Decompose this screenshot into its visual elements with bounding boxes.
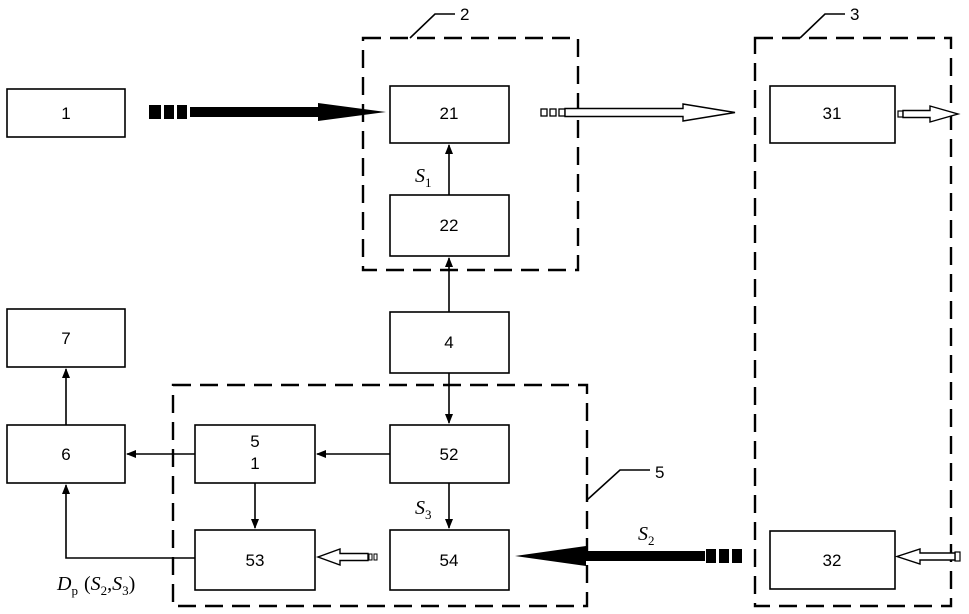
hollow-beam-31-out xyxy=(898,106,958,122)
block-21-label: 21 xyxy=(440,104,459,123)
group-5-leader xyxy=(587,470,650,500)
block-51-label-line2: 1 xyxy=(250,454,259,473)
signal-s1-label: S1 xyxy=(415,165,432,190)
block-7: 7 xyxy=(7,309,125,367)
block-52: 52 xyxy=(390,425,509,483)
block-51: 5 1 xyxy=(195,425,315,483)
block-51-label-line1: 5 xyxy=(250,432,259,451)
group-3-leader xyxy=(800,14,845,38)
block-53: 53 xyxy=(195,530,315,590)
solid-beam-1-to-21 xyxy=(149,103,386,121)
signal-s3-label: S3 xyxy=(415,497,432,522)
block-31: 31 xyxy=(770,86,895,143)
block-22-label: 22 xyxy=(440,216,459,235)
arrow-53-to-6 xyxy=(66,485,195,558)
group-2-label: 2 xyxy=(460,5,469,24)
block-32-label: 32 xyxy=(823,551,842,570)
block-4-label: 4 xyxy=(444,333,453,352)
block-1: 1 xyxy=(7,89,125,137)
hollow-beam-21-to-31 xyxy=(541,104,735,121)
group-5-label: 5 xyxy=(655,463,664,482)
block-54-label: 54 xyxy=(440,551,459,570)
block-52-label: 52 xyxy=(440,445,459,464)
block-1-label: 1 xyxy=(61,104,70,123)
group-3-label: 3 xyxy=(850,5,859,24)
dp-function-label: Dp(S2,S3) xyxy=(56,573,135,598)
block-32: 32 xyxy=(770,531,895,589)
block-7-label: 7 xyxy=(61,329,70,348)
hollow-beam-54-to-53 xyxy=(318,549,377,565)
group-2-leader xyxy=(410,14,455,38)
block-31-label: 31 xyxy=(823,104,842,123)
solid-beam-into-54 xyxy=(515,546,742,566)
block-21: 21 xyxy=(390,86,509,143)
block-53-label: 53 xyxy=(246,551,265,570)
block-54: 54 xyxy=(390,530,509,590)
block-6: 6 xyxy=(7,425,125,483)
block-6-label: 6 xyxy=(61,445,70,464)
signal-s2-label: S2 xyxy=(638,523,655,548)
block-4: 4 xyxy=(390,312,509,373)
block-22: 22 xyxy=(390,195,509,256)
